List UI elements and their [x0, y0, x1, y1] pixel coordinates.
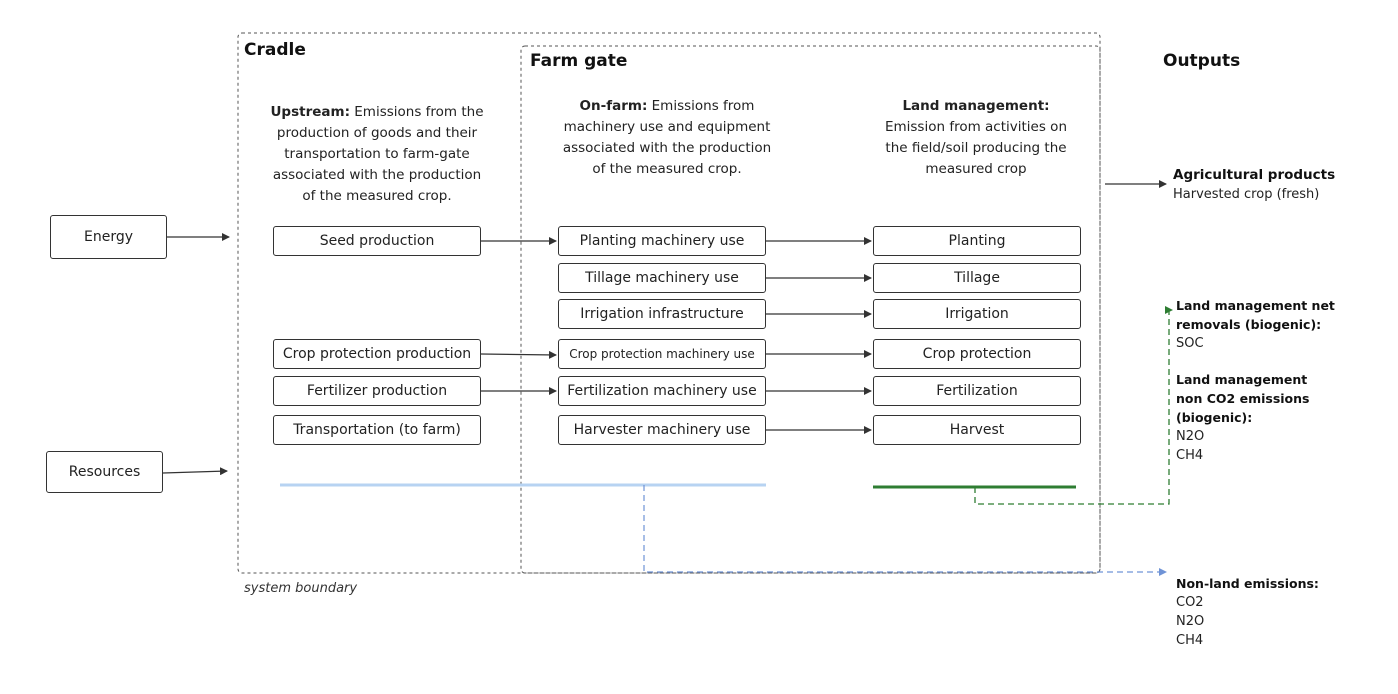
non-co2-title-3: (biogenic): — [1176, 410, 1253, 425]
upstream-line4: associated with the production — [272, 167, 482, 183]
cropprot-to-machinery-arrow — [480, 350, 557, 359]
non-co2-title-2: non CO2 emissions — [1176, 391, 1310, 406]
nonland-item: N2O — [1176, 614, 1205, 629]
cradle-boundary — [237, 32, 1101, 574]
onfarm-description: On-farm: Emissions from machinery use an… — [552, 96, 782, 180]
nonland-item: CO2 — [1176, 595, 1204, 610]
tillage-machinery-box: Tillage machinery use — [558, 263, 766, 293]
crop-protection-box: Crop protection — [873, 339, 1081, 369]
harvest-box: Harvest — [873, 415, 1081, 445]
land-line4: measured crop — [925, 161, 1027, 177]
tillage-box: Tillage — [873, 263, 1081, 293]
crop-protection-production-box: Crop protection production — [273, 339, 481, 369]
non-land-emissions-output: Non-land emissions: CO2 N2O CH4 — [1176, 574, 1319, 650]
onfarm-line4: of the measured crop. — [592, 161, 742, 177]
upstream-line3: transportation to farm-gate — [284, 146, 470, 162]
nonland-item: CH4 — [1176, 633, 1204, 648]
upstream-line5: of the measured crop. — [302, 188, 452, 204]
outputs-label: Outputs — [1163, 51, 1241, 71]
nonland-dashed-arrow — [643, 485, 1167, 576]
onfarm-line3: associated with the production — [562, 140, 772, 156]
land-removals-output: Land management net removals (biogenic):… — [1176, 296, 1335, 353]
onfarm-line1: Emissions from — [647, 98, 755, 114]
irrigation-infrastructure-box: Irrigation infrastructure — [558, 299, 766, 329]
harvester-machinery-box: Harvester machinery use — [558, 415, 766, 445]
agri-title: Agricultural products — [1173, 167, 1336, 183]
onfarm-bold: On-farm: — [579, 98, 648, 114]
land-dashed-arrow — [974, 306, 1173, 505]
energy-input-box: Energy — [50, 215, 167, 259]
resources-input-box: Resources — [46, 451, 163, 493]
upstream-bold: Upstream: — [270, 104, 350, 120]
farm-gate-boundary — [520, 45, 1101, 574]
agricultural-products-output: Agricultural products Harvested crop (fr… — [1173, 166, 1335, 204]
fertilization-box: Fertilization — [873, 376, 1081, 406]
removals-title-2: removals (biogenic): — [1176, 317, 1322, 332]
onfarm-line2: machinery use and equipment — [563, 119, 771, 135]
seed-production-box: Seed production — [273, 226, 481, 256]
land-bold: Land management: — [902, 98, 1050, 114]
land-non-co2-output: Land management non CO2 emissions (bioge… — [1176, 370, 1309, 465]
fertilization-machinery-box: Fertilization machinery use — [558, 376, 766, 406]
removals-item: SOC — [1176, 336, 1204, 351]
farm-gate-label: Farm gate — [530, 51, 628, 71]
cradle-label: Cradle — [244, 40, 306, 60]
land-line3: the field/soil producing the — [885, 140, 1067, 156]
removals-title-1: Land management net — [1176, 298, 1335, 313]
planting-machinery-box: Planting machinery use — [558, 226, 766, 256]
upstream-line1: Emissions from the — [349, 104, 484, 120]
upstream-line2: production of goods and their — [276, 125, 478, 141]
fertilizer-production-box: Fertilizer production — [273, 376, 481, 406]
non-co2-title-1: Land management — [1176, 372, 1308, 387]
agri-sub: Harvested crop (fresh) — [1173, 187, 1320, 202]
nonland-title: Non-land emissions: — [1176, 576, 1319, 591]
non-co2-item: CH4 — [1176, 448, 1204, 463]
crop-protection-machinery-box: Crop protection machinery use — [558, 339, 766, 369]
land-management-description: Land management: Emission from activitie… — [866, 96, 1086, 180]
irrigation-box: Irrigation — [873, 299, 1081, 329]
non-co2-item: N2O — [1176, 429, 1205, 444]
system-boundary-label: system boundary — [244, 581, 358, 596]
planting-box: Planting — [873, 226, 1081, 256]
resources-arrow — [162, 467, 228, 476]
land-line2: Emission from activities on — [884, 119, 1068, 135]
transportation-box: Transportation (to farm) — [273, 415, 481, 445]
upstream-description: Upstream: Emissions from the production … — [262, 102, 492, 207]
